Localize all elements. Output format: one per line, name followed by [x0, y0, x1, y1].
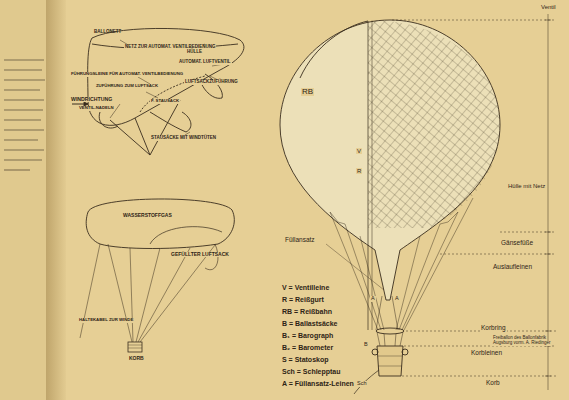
part-label: FÜHRUNGSLEINE FÜR AUTOMAT. VENTILBEDIENU… — [70, 72, 184, 77]
part-label: RB = Reißbahn — [282, 308, 332, 315]
part-label: NETZ ZUR AUTOMAT. VENTILBEDIENUNG — [124, 45, 216, 50]
part-label: Füllansatz — [284, 237, 316, 244]
part-label: Sch = Schlepptau — [282, 368, 341, 375]
part-label: ZUFÜHRUNG ZUM LUFTSACK — [95, 84, 159, 89]
part-label: WASSERSTOFFGAS — [122, 213, 173, 218]
part-label: LUFTSACKZUFÜHRUNG — [184, 80, 239, 85]
part-label: Auslaufleinen — [492, 264, 533, 271]
part-label: Augsburg vorm. A. Riedinger — [492, 341, 552, 346]
part-label: Gänsefüße — [500, 240, 534, 247]
part-label: A — [370, 296, 376, 302]
part-label: KORB — [128, 356, 145, 361]
part-label: A — [394, 296, 400, 302]
part-label: B — [363, 342, 369, 348]
part-label: F. STAUSACK — [150, 99, 180, 104]
part-label: Korbleinen — [470, 350, 503, 357]
part-label: A = Füllansatz-Leinen — [282, 380, 354, 387]
part-label: R — [356, 168, 362, 174]
part-label: WINDRICHTUNG — [70, 97, 113, 102]
part-label: HALTEKABEL ZUR WINDE — [78, 318, 134, 323]
part-label: V — [356, 148, 362, 154]
part-label: AUTOMAT. LUFTVENTIL — [178, 60, 232, 65]
part-label: V = Ventilleine — [282, 284, 329, 291]
part-label: Hülle mit Netz — [507, 183, 546, 189]
part-label: B₂ = Barometer — [282, 344, 333, 351]
part-label: Korbring — [480, 325, 507, 332]
part-label: Freiballon des Ballonfabrik — [492, 336, 547, 341]
part-label: B₁ = Barograph — [282, 332, 333, 339]
part-label: Sch — [356, 381, 367, 387]
part-label: BALLONETT — [94, 30, 121, 35]
part-label: HÜLLE — [186, 50, 203, 55]
part-label: S = Statoskop — [282, 356, 328, 363]
part-label: GEFÜLLTER LUFTSACK — [170, 252, 230, 257]
part-label: R = Reißgurt — [282, 296, 324, 303]
part-label: Korb — [485, 380, 501, 387]
part-label: RB — [301, 88, 314, 96]
part-label: Ventil — [540, 4, 557, 10]
part-label: B = Ballastsäcke — [282, 320, 337, 327]
part-label: STAUSÄCKE MIT WINDTÜTEN — [150, 136, 217, 141]
part-label: VENTIL-NADELN — [78, 106, 115, 111]
